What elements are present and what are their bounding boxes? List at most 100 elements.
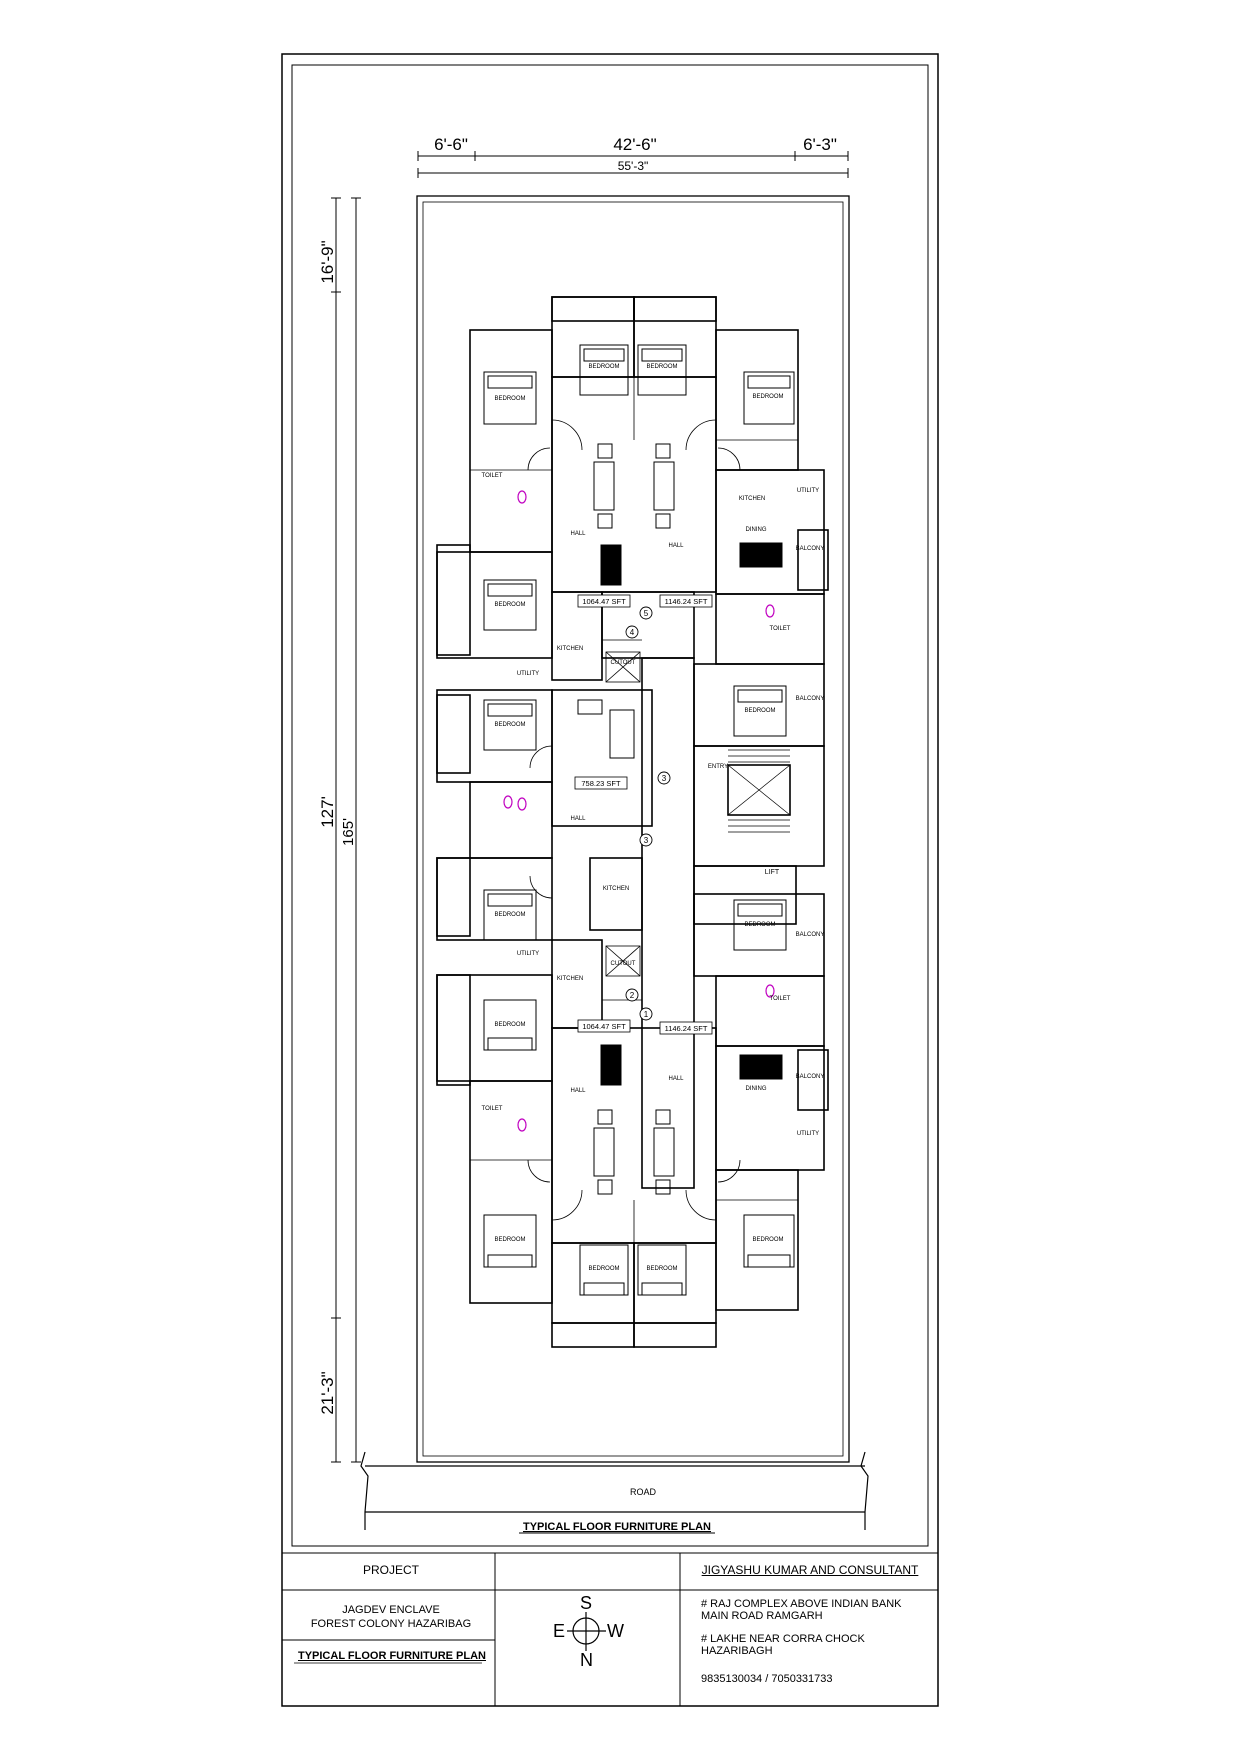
compass-label-top: S — [580, 1593, 593, 1613]
room-label: BEDROOM — [588, 1266, 619, 1272]
room-label: BEDROOM — [494, 722, 525, 728]
room-label: KITCHEN — [603, 886, 629, 892]
entry-label: ENTRY — [708, 764, 728, 770]
road — [360, 1451, 869, 1530]
unit-number: 5 — [644, 609, 649, 618]
top-dimensions — [417, 151, 849, 178]
dim-top-right: 6'-3" — [803, 135, 837, 154]
unit-number: 4 — [630, 628, 635, 637]
room-label: CUTOUT — [611, 961, 636, 967]
address-ramgarh: # RAJ COMPLEX ABOVE INDIAN BANK MAIN ROA… — [701, 1598, 931, 1622]
room-label: DINING — [746, 1086, 767, 1092]
phone-numbers: 9835130034 / 7050331733 — [701, 1673, 833, 1685]
unit-number: 3 — [662, 774, 667, 783]
inner-border — [291, 64, 929, 1547]
room-label: DINING — [746, 527, 767, 533]
drawing-title: TYPICAL FLOOR FURNITURE PLAN — [523, 1521, 711, 1533]
room-label: TOILET — [770, 996, 791, 1002]
project-name: JAGDEV ENCLAVE FOREST COLONY HAZARIBAG — [290, 1603, 492, 1631]
compass-label-left: E — [553, 1621, 566, 1641]
address1-line1: # RAJ COMPLEX ABOVE INDIAN BANK — [701, 1598, 902, 1610]
unit-number: 2 — [630, 991, 635, 1000]
project-name-line1: JAGDEV ENCLAVE — [342, 1604, 440, 1616]
partitions — [470, 297, 798, 1343]
room-label: BEDROOM — [646, 1266, 677, 1272]
outer-border — [281, 53, 939, 1707]
compass-label-bottom: N — [580, 1650, 593, 1670]
room-labels: BEDROOM BEDROOM BEDROOM BEDROOM BEDROOM … — [482, 364, 825, 1272]
room-label: BEDROOM — [752, 394, 783, 400]
unit-circles — [625, 606, 671, 1021]
dim-top-left: 6'-6" — [434, 135, 468, 154]
room-label: BEDROOM — [646, 364, 677, 370]
room-label: HALL — [668, 1076, 684, 1082]
compass-icon — [567, 1612, 606, 1651]
room-label: BALCONY — [796, 1074, 825, 1080]
room-label: KITCHEN — [739, 496, 765, 502]
room-label: UTILITY — [517, 951, 539, 957]
room-label: BEDROOM — [494, 396, 525, 402]
building — [436, 296, 829, 1348]
dim-left-middle: 127' — [318, 796, 337, 828]
room-label: HALL — [570, 531, 586, 537]
room-label: UTILITY — [797, 1131, 819, 1137]
address-hazaribagh: # LAKHE NEAR CORRA CHOCK HAZARIBAGH — [701, 1633, 931, 1657]
area-label: 758.23 SFT — [581, 779, 621, 788]
room-label: BALCONY — [796, 546, 825, 552]
area-label: 1146.24 SFT — [665, 1024, 708, 1033]
unit-number: 1 — [644, 1010, 649, 1019]
door-swings — [527, 419, 741, 1221]
address2-line2: HAZARIBAGH — [701, 1645, 773, 1657]
dim-left-overall: 165' — [340, 818, 357, 846]
plan-title: TYPICAL FLOOR FURNITURE PLAN — [297, 1650, 486, 1662]
plot-boundary-inner — [422, 201, 844, 1457]
room-label: BEDROOM — [494, 912, 525, 918]
room-label: TOILET — [482, 473, 503, 479]
title-block-frame — [282, 1552, 938, 1706]
dim-left-top: 16'-9" — [318, 240, 337, 283]
room-label: BEDROOM — [744, 708, 775, 714]
lift-label: LIFT — [765, 869, 780, 876]
room-label: UTILITY — [797, 488, 819, 494]
room-label: BEDROOM — [588, 364, 619, 370]
room-label: HALL — [570, 816, 586, 822]
cutouts — [605, 651, 641, 977]
furniture-living — [577, 443, 783, 1195]
room-label: KITCHEN — [557, 976, 583, 982]
furniture-beds — [483, 344, 795, 1296]
room-label: BALCONY — [796, 932, 825, 938]
address2-line1: # LAKHE NEAR CORRA CHOCK — [701, 1633, 865, 1645]
firm-name: JIGYASHU KUMAR AND CONSULTANT — [701, 1563, 919, 1577]
room-label: BEDROOM — [752, 1237, 783, 1243]
project-name-line2: FOREST COLONY HAZARIBAG — [310, 1618, 472, 1630]
left-dimensions — [331, 197, 361, 1463]
room-label: BALCONY — [796, 696, 825, 702]
room-label: HALL — [570, 1088, 586, 1094]
toilet-fixtures — [503, 490, 775, 1132]
room-label: KITCHEN — [557, 646, 583, 652]
dim-left-bottom: 21'-3" — [318, 1371, 337, 1414]
room-label: CUTOUT — [611, 660, 636, 666]
room-label: BEDROOM — [744, 922, 775, 928]
staircase — [727, 749, 791, 833]
room-label: BEDROOM — [494, 602, 525, 608]
room-label: HALL — [668, 543, 684, 549]
room-label: BEDROOM — [494, 1237, 525, 1243]
road-label: ROAD — [630, 1487, 657, 1497]
area-label: 1064.47 SFT — [582, 1022, 626, 1031]
room-label: TOILET — [770, 626, 791, 632]
room-label: UTILITY — [517, 671, 539, 677]
area-label: 1064.47 SFT — [582, 597, 626, 606]
room-label: BEDROOM — [494, 1022, 525, 1028]
project-label: PROJECT — [362, 1563, 419, 1577]
room-label: TOILET — [482, 1106, 503, 1112]
plot-boundary-outer — [416, 195, 850, 1463]
compass-label-right: W — [607, 1621, 624, 1641]
dim-top-middle: 42'-6" — [613, 135, 656, 154]
unit-number: 3 — [644, 836, 649, 845]
address1-line2: MAIN ROAD RAMGARH — [701, 1610, 823, 1622]
area-label: 1146.24 SFT — [665, 597, 708, 606]
dim-top-overall: 55'-3" — [618, 159, 649, 173]
area-boxes — [574, 594, 713, 1035]
